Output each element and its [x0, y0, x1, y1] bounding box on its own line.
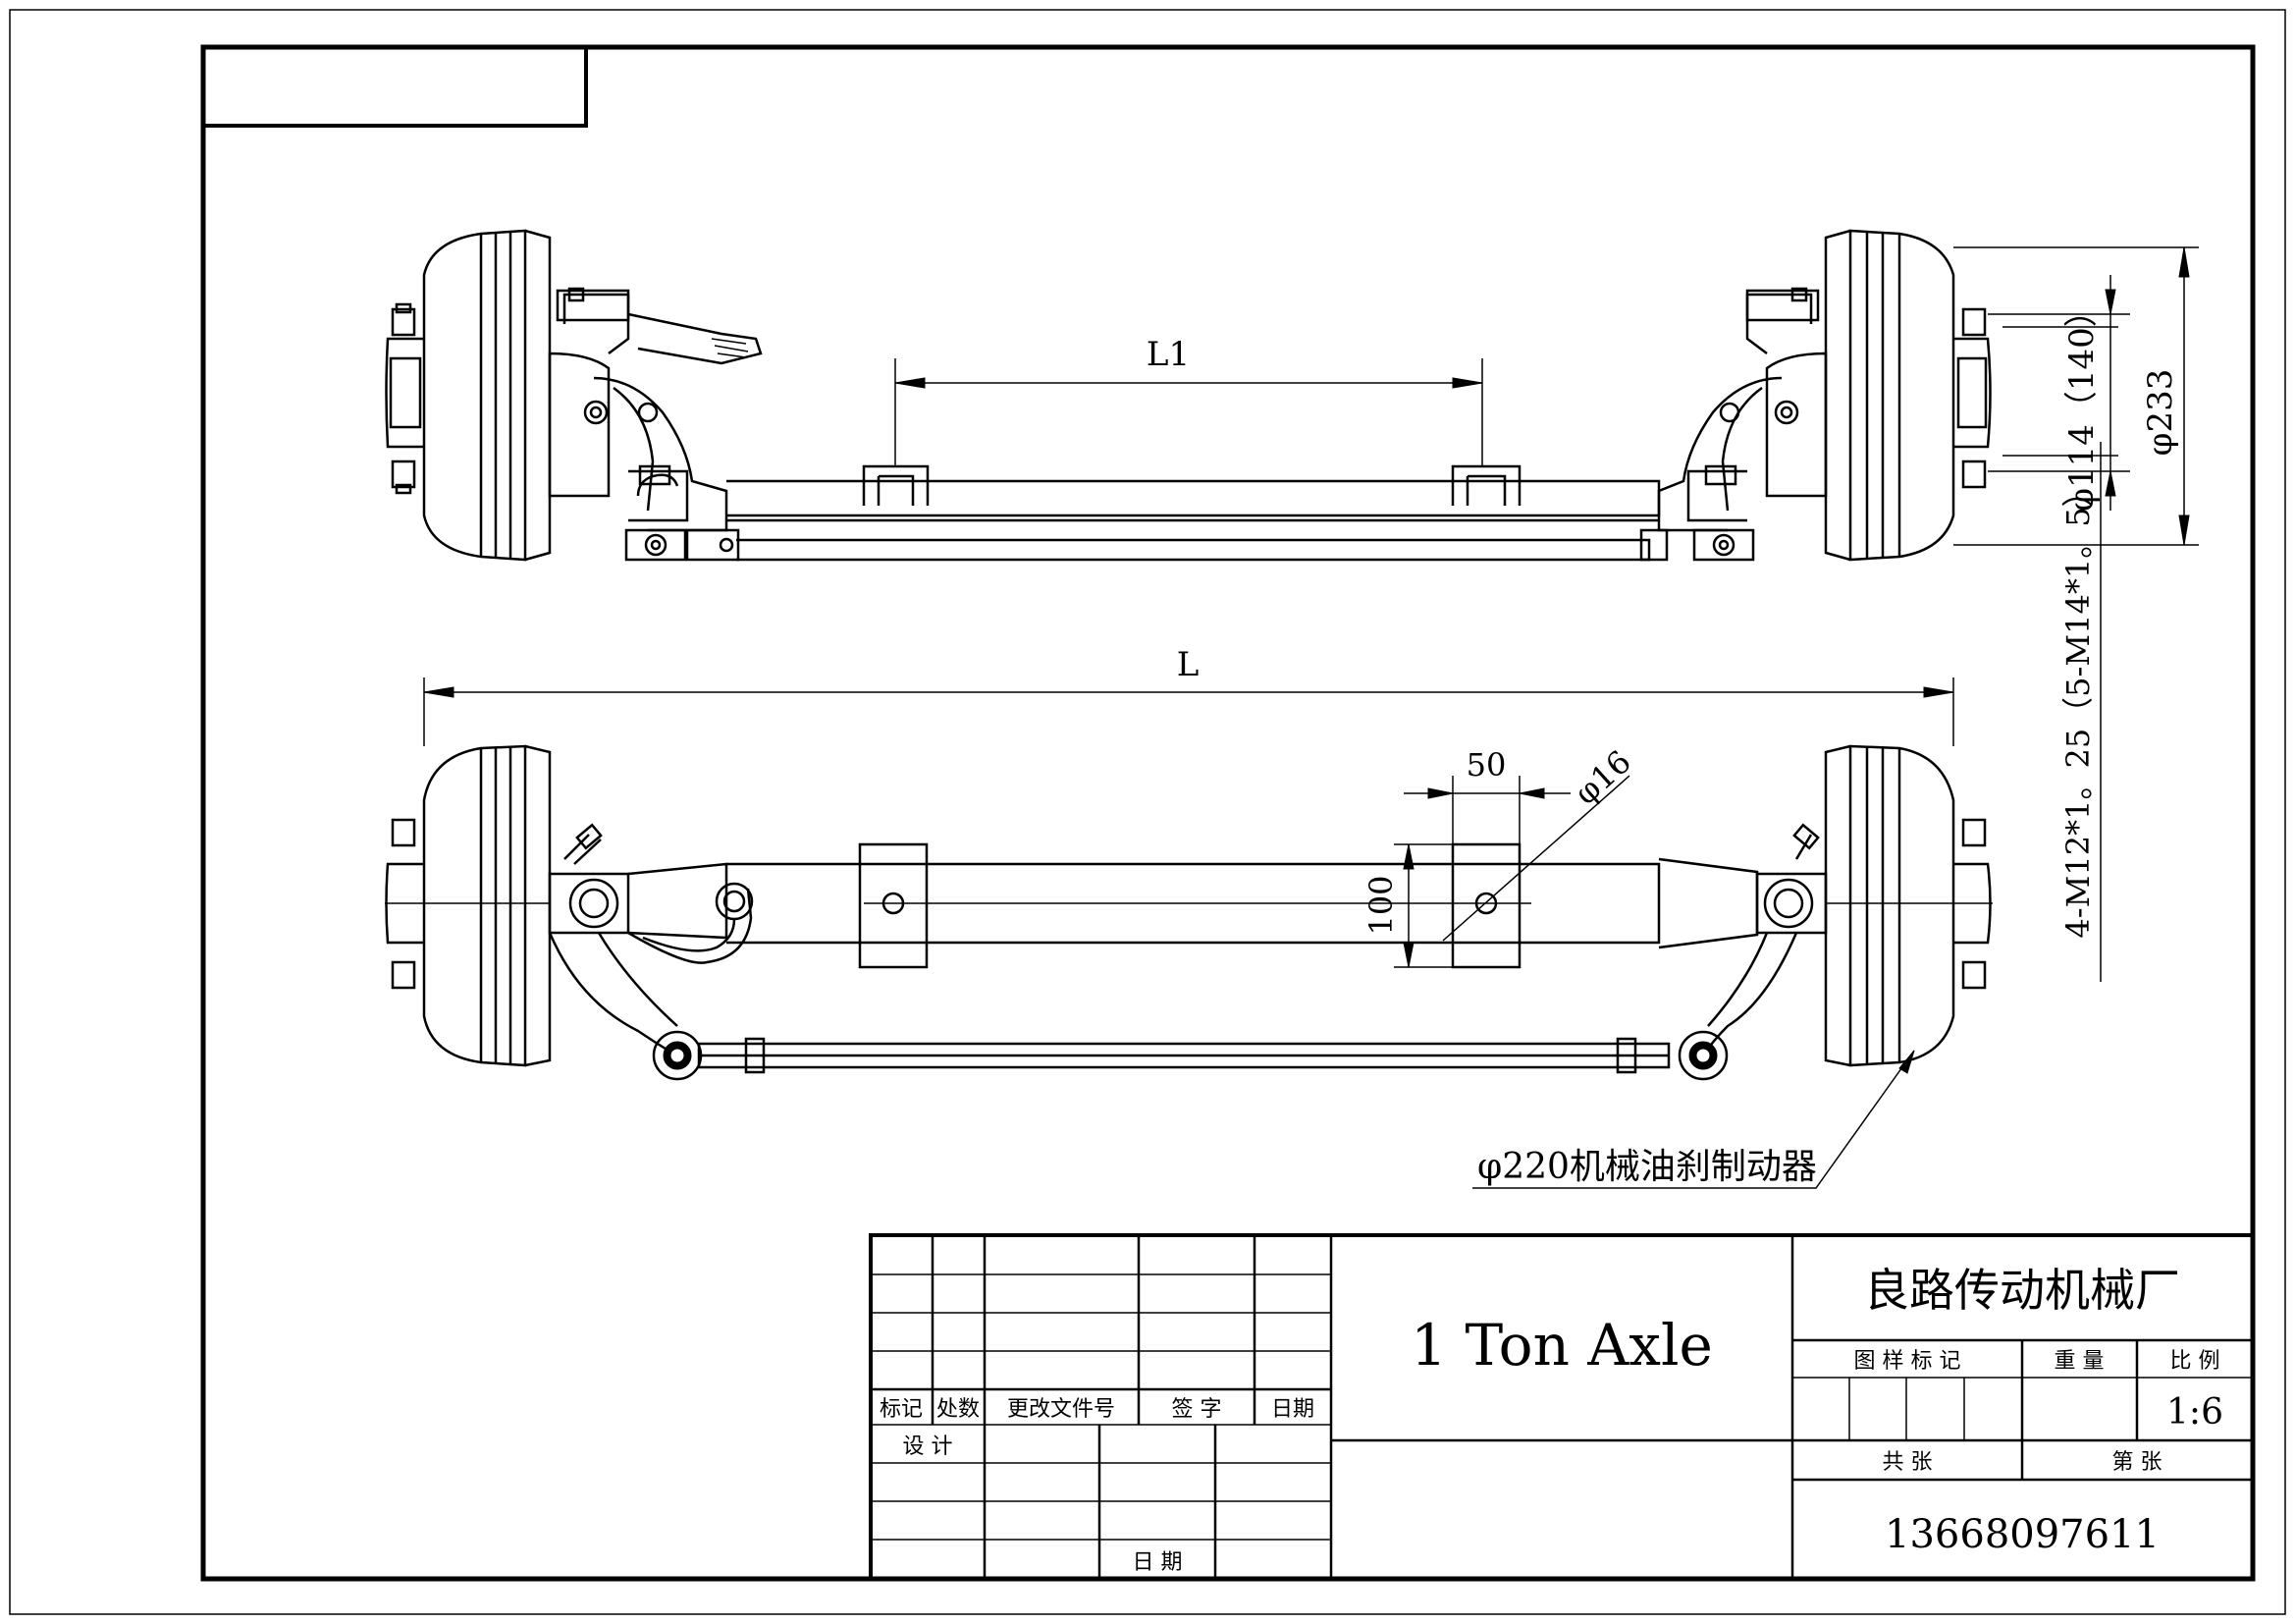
left-knuckle-plan	[548, 823, 754, 1081]
tb-sheet-no: 第 张	[2112, 1450, 2163, 1475]
dim-d114-140: φ114（140）	[2062, 294, 2102, 512]
brake-callout-label: φ220机械油刹制动器	[1477, 1147, 1817, 1187]
tb-sign: 签 字	[1172, 1397, 1222, 1422]
dimension-pad: 50 φ16 100	[1362, 743, 1638, 968]
tie-rod	[697, 1037, 1671, 1074]
plan-view: L	[385, 645, 1993, 1189]
right-steering-knuckle-front	[1639, 287, 1828, 562]
tb-change-doc: 更改文件号	[1007, 1397, 1115, 1422]
front-elevation-view: L1 φ233 φ114（140） 4-M12*1。25（5-M14*1。5）	[385, 229, 2199, 982]
dimension-l1: L1	[894, 335, 1483, 466]
right-knuckle-plan	[1678, 823, 1828, 1081]
dimension-drum-diameters: φ233 φ114（140） 4-M12*1。25（5-M14*1。5）	[1953, 246, 2199, 982]
axle-beam-plan	[726, 842, 1759, 969]
dim-bolt-spec: 4-M12*1。25（5-M14*1。5）	[2059, 475, 2097, 938]
dimension-l: L	[423, 645, 1954, 746]
tb-weight: 重 量	[2055, 1349, 2105, 1374]
dim-l-label: L	[1177, 645, 1200, 684]
title-block: 标记 处数 更改文件号 签 字 日期 设 计 日 期 1 Ton Axle 良路…	[869, 1233, 2255, 1581]
dim-l1-label: L1	[1147, 335, 1190, 374]
left-steering-knuckle-front	[548, 287, 763, 562]
left-brake-drum-front	[385, 229, 552, 562]
tb-ratio: 比 例	[2170, 1349, 2220, 1374]
tb-date: 日期	[1271, 1397, 1314, 1422]
brake-callout: φ220机械油刹制动器	[1472, 1050, 1915, 1189]
dim-d233: φ233	[2141, 369, 2180, 457]
tb-total-sheets: 共 张	[1883, 1450, 1933, 1475]
right-brake-drum-front	[1824, 229, 1992, 562]
right-brake-drum-plan	[1824, 744, 1993, 1067]
tb-mark: 标记	[880, 1397, 923, 1422]
company-name: 良路传动机械厂	[1864, 1264, 2180, 1317]
company-phone: 13668097611	[1885, 1512, 2160, 1557]
left-brake-drum-plan	[385, 744, 552, 1067]
drawing-scale: 1:6	[2166, 1392, 2223, 1433]
dim-d16: φ16	[1567, 743, 1637, 812]
axle-beam-front	[726, 464, 1661, 562]
tb-count: 处数	[936, 1397, 980, 1422]
dim-50: 50	[1467, 746, 1507, 784]
tb-drawing-mark: 图 样 标 记	[1854, 1349, 1961, 1374]
tb-design: 设 计	[903, 1435, 953, 1459]
tb-date2: 日 期	[1133, 1550, 1183, 1575]
drawing-title: 1 Ton Axle	[1411, 1312, 1713, 1379]
dim-100: 100	[1362, 875, 1400, 935]
